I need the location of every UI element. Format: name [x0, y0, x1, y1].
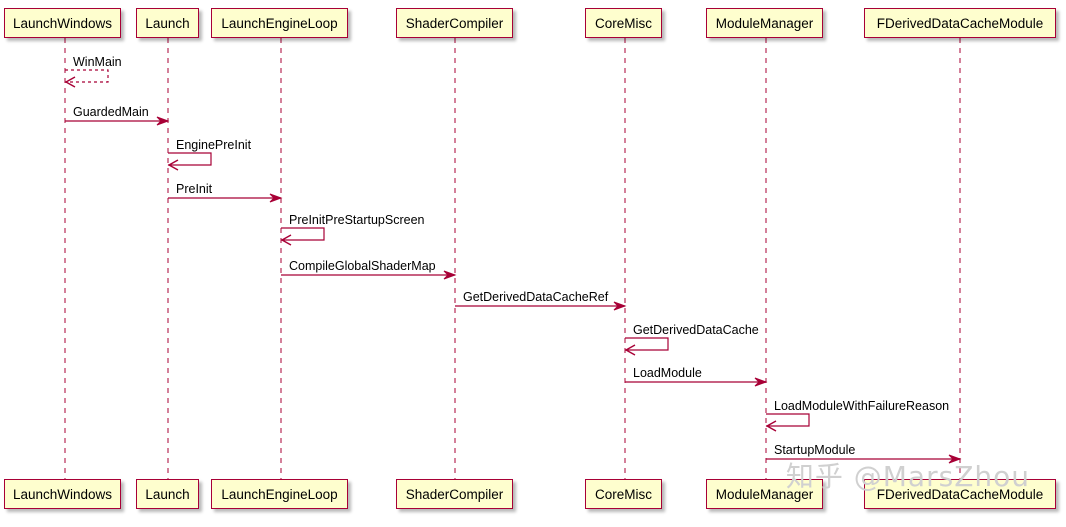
participant-bottom-launchengineloop: LaunchEngineLoop	[211, 479, 348, 509]
arrowhead	[443, 270, 457, 280]
self-message-line	[766, 413, 810, 427]
participant-top-coremisc: CoreMisc	[585, 8, 662, 38]
arrowhead	[613, 301, 627, 311]
arrowhead	[156, 116, 170, 126]
arrowhead	[280, 234, 292, 246]
message-label: EnginePreInit	[176, 138, 252, 152]
message-label: CompileGlobalShaderMap	[289, 259, 436, 273]
self-message-line	[625, 337, 669, 351]
participant-bottom-shadercompiler: ShaderCompiler	[396, 479, 513, 509]
arrowhead	[624, 344, 636, 356]
message-label: PreInit	[176, 182, 213, 196]
watermark: 知乎 @MarsZhou	[785, 460, 1030, 493]
participant-bottom-launch: Launch	[136, 479, 199, 509]
message-label: PreInitPreStartupScreen	[289, 213, 425, 227]
self-message-line	[65, 69, 109, 83]
participant-top-modulemanager: ModuleManager	[706, 8, 823, 38]
arrowhead	[167, 159, 179, 171]
message-label: WinMain	[73, 55, 122, 69]
self-message-line	[281, 227, 325, 241]
arrowhead	[64, 76, 76, 88]
message-label: StartupModule	[774, 443, 855, 457]
message-label: GuardedMain	[73, 105, 149, 119]
message-label: GetDerivedDataCache	[633, 323, 759, 337]
participant-top-shadercompiler: ShaderCompiler	[396, 8, 513, 38]
participant-top-launchengineloop: LaunchEngineLoop	[211, 8, 348, 38]
message-label: LoadModule	[633, 366, 702, 380]
participant-bottom-launchwindows: LaunchWindows	[4, 479, 121, 509]
self-message-line	[168, 152, 212, 166]
arrowhead	[754, 377, 768, 387]
arrowhead	[269, 193, 283, 203]
participant-top-launch: Launch	[136, 8, 199, 38]
arrowhead	[948, 454, 962, 464]
message-label: LoadModuleWithFailureReason	[774, 399, 949, 413]
arrowhead	[765, 420, 777, 432]
participant-bottom-fderiveddatacachemodule: FDerivedDataCacheModule	[864, 479, 1056, 509]
participant-bottom-modulemanager: ModuleManager	[706, 479, 823, 509]
message-label: GetDerivedDataCacheRef	[463, 290, 609, 304]
participant-top-launchwindows: LaunchWindows	[4, 8, 121, 38]
participant-bottom-coremisc: CoreMisc	[585, 479, 662, 509]
participant-top-fderiveddatacachemodule: FDerivedDataCacheModule	[864, 8, 1056, 38]
